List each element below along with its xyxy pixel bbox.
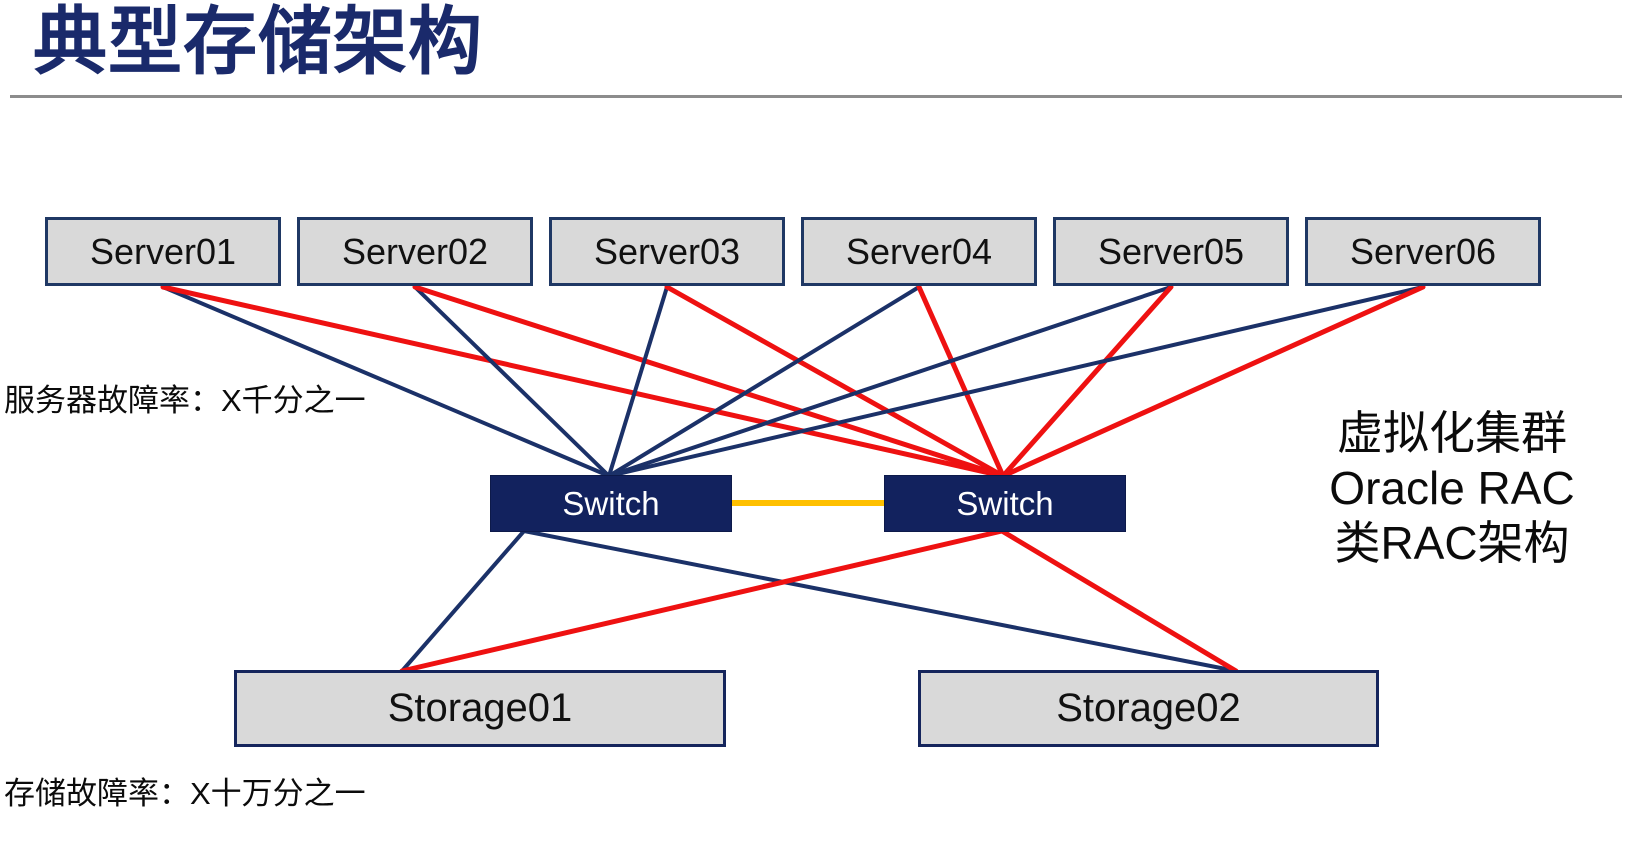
storage-failure-rate-label: 存储故障率：X十万分之一	[4, 776, 366, 811]
node-switch-left: Switch	[490, 475, 732, 532]
node-server04: Server04	[801, 217, 1037, 286]
annotation-line-1: 虚拟化集群	[1337, 407, 1567, 459]
page-title: 典型存储架构	[33, 0, 483, 83]
node-server02: Server02	[297, 217, 533, 286]
link-server06-switch-right	[1000, 284, 1426, 479]
cluster-annotation: 虚拟化集群 Oracle RAC 类RAC架构	[1280, 406, 1624, 571]
node-server03: Server03	[549, 217, 785, 286]
node-server01: Server01	[45, 217, 281, 286]
link-switch-right-storage01	[399, 528, 1005, 674]
title-divider	[10, 95, 1622, 98]
link-server04-switch-left	[607, 285, 921, 478]
node-storage02: Storage02	[918, 670, 1379, 747]
link-switch-right-storage02	[999, 528, 1239, 674]
link-server06-switch-left	[607, 285, 1425, 478]
link-server03-switch-left	[607, 285, 669, 478]
link-server02-switch-left	[413, 285, 611, 478]
link-server04-switch-right	[916, 284, 1006, 479]
link-server05-switch-left	[607, 285, 1173, 478]
server-failure-rate-label: 服务器故障率：X千分之一	[4, 383, 366, 418]
node-server06: Server06	[1305, 217, 1541, 286]
link-server05-switch-right	[1000, 284, 1174, 479]
link-switch-left-storage01	[400, 529, 526, 673]
link-server03-switch-right	[664, 284, 1006, 479]
annotation-line-3: 类RAC架构	[1334, 517, 1570, 569]
link-server01-switch-right	[160, 284, 1006, 479]
annotation-line-2: Oracle RAC	[1329, 462, 1575, 514]
node-switch-right: Switch	[884, 475, 1126, 532]
link-server01-switch-left	[161, 285, 611, 478]
node-storage01: Storage01	[234, 670, 726, 747]
link-server02-switch-right	[412, 284, 1006, 479]
link-switch-left-storage02	[522, 529, 1238, 673]
node-server05: Server05	[1053, 217, 1289, 286]
